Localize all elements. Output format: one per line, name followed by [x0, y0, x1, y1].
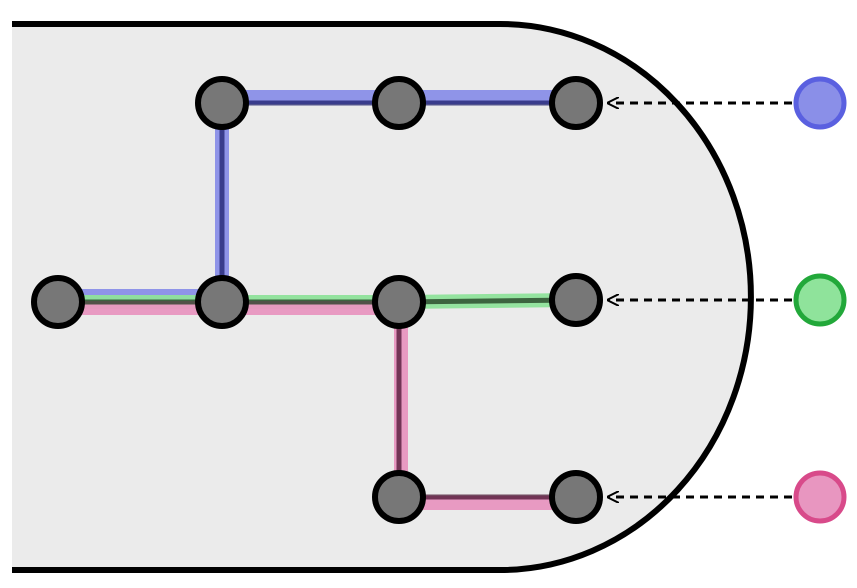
node-mid-2 — [372, 275, 426, 329]
source-blue — [793, 76, 847, 130]
node-top-3 — [549, 76, 603, 130]
node-mid-1 — [195, 275, 249, 329]
nodes-layer — [31, 76, 603, 524]
node-bot-3 — [549, 470, 603, 524]
arrows-layer — [608, 103, 792, 497]
source-circles-layer — [793, 76, 847, 524]
source-pink — [793, 470, 847, 524]
node-top-2 — [372, 76, 426, 130]
node-mid-3 — [549, 273, 603, 327]
edge-n-mid-2-n-mid-3 — [398, 297, 577, 305]
node-top-1 — [195, 76, 249, 130]
node-bot-2 — [372, 470, 426, 524]
edge-lines-layer — [58, 100, 577, 500]
source-green — [793, 273, 847, 327]
node-left — [31, 275, 85, 329]
